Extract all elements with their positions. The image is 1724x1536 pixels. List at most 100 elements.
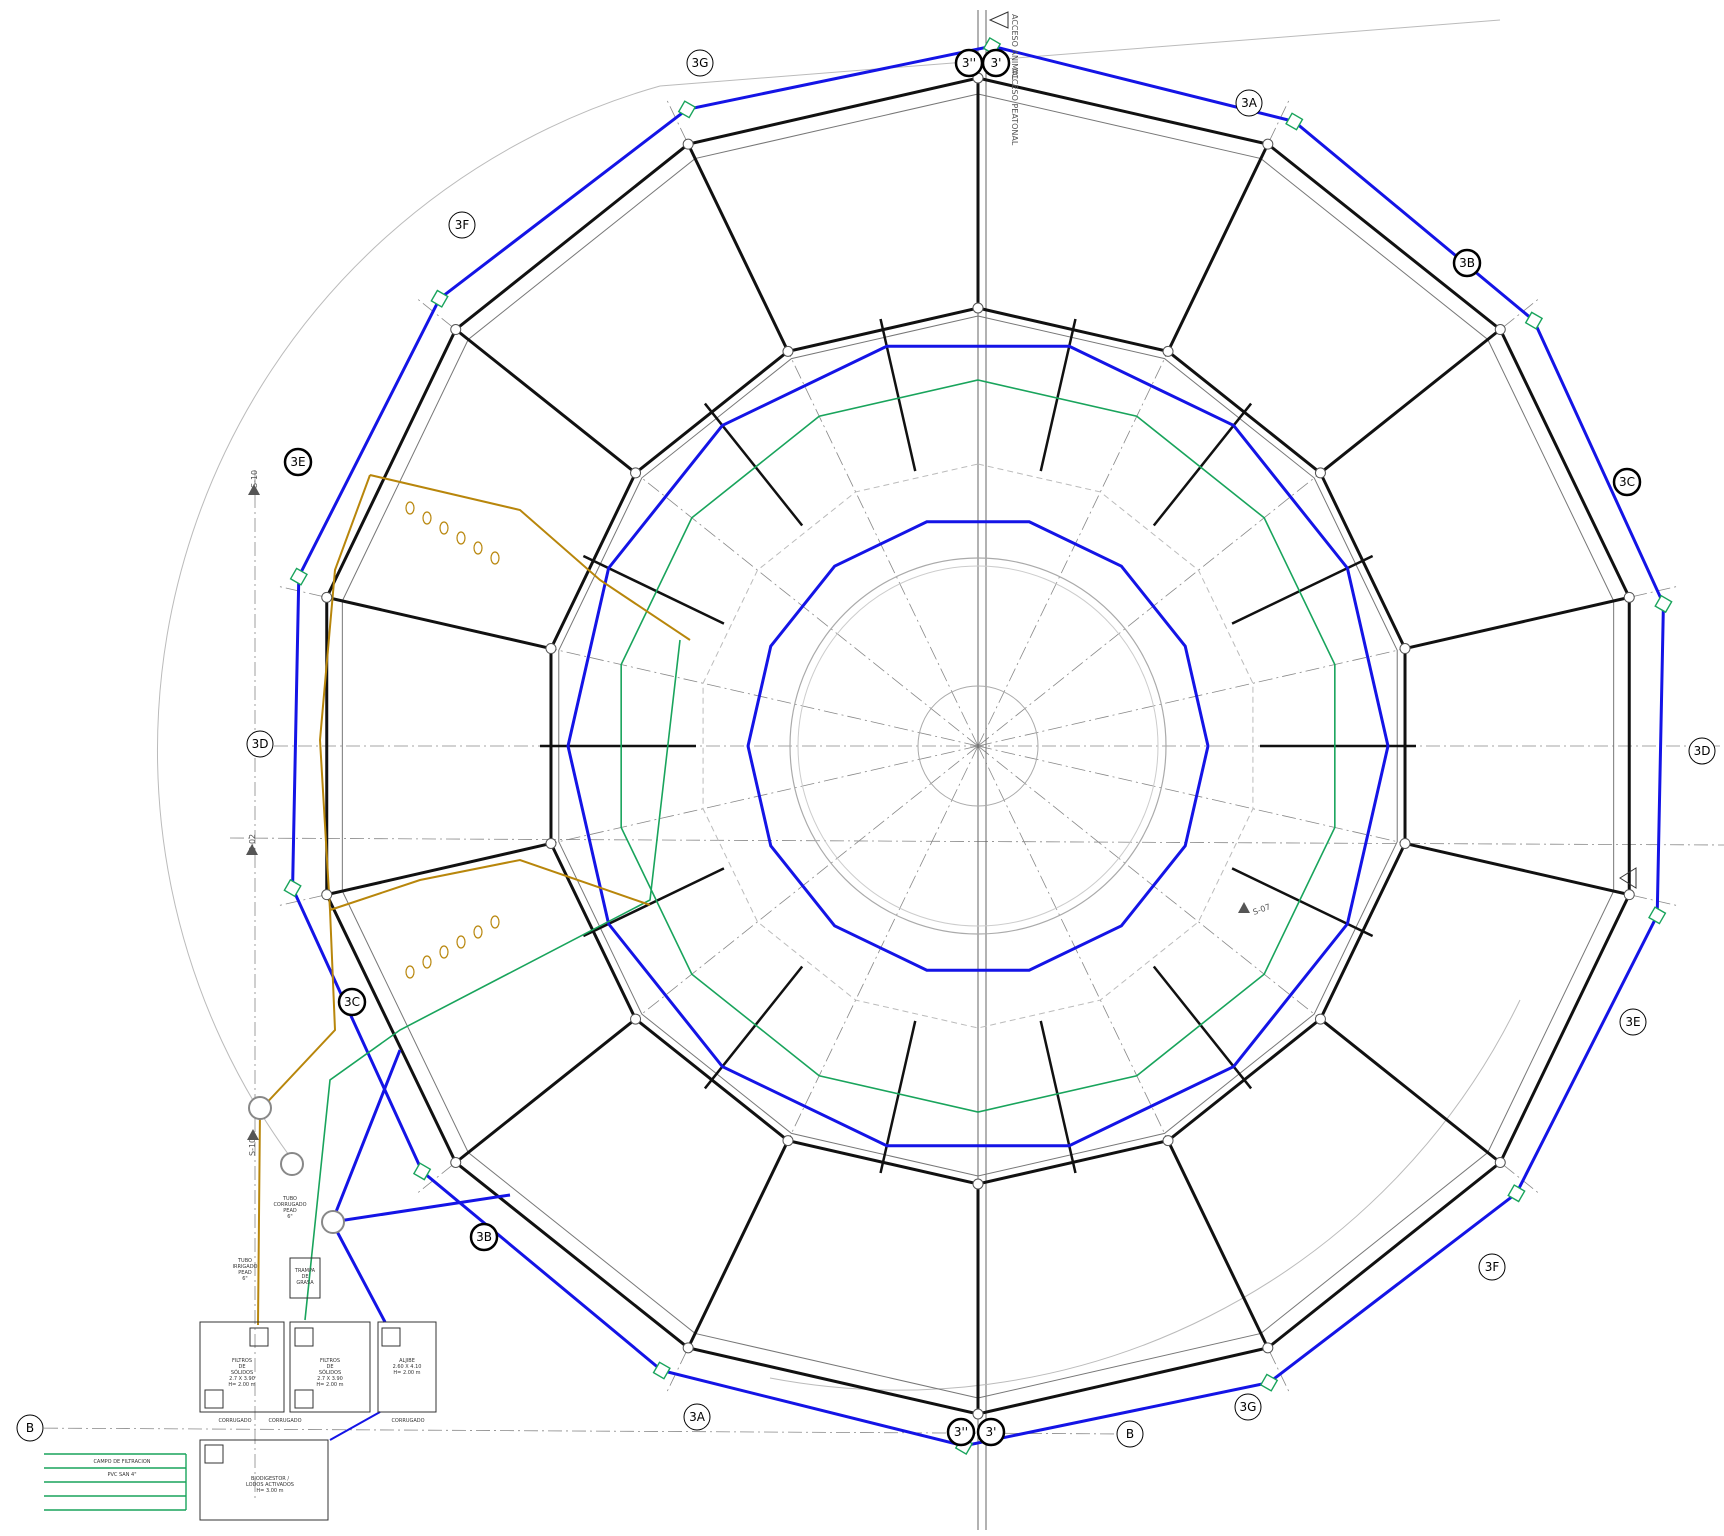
registry-box-icon (1648, 906, 1667, 925)
pipe-note: PEAD (238, 1270, 252, 1276)
axis-bubble-circle (246, 730, 274, 758)
filter-label: SÓLIDOS (319, 1369, 341, 1376)
axis-label: 3G (1240, 1400, 1257, 1414)
axis-bubble-circle (976, 1417, 1006, 1447)
filtration-field: CAMPO DE FILTRACION PVC SAN 4" (44, 1453, 187, 1511)
axis-bubble-icon: 3' (981, 48, 1011, 78)
filter-label: SÓLIDOS (231, 1369, 253, 1376)
toilet-fixture (439, 945, 449, 959)
axis-bubble-icon: 3C (337, 987, 367, 1017)
radial-wall-inner (703, 965, 804, 1090)
registry-box-icon (381, 1327, 401, 1347)
axis-label: 3F (455, 218, 470, 232)
treatment-plant: TRAMPA DE GRASA FILTROS DE SÓLIDOS 2.7 X… (44, 1196, 437, 1521)
north-arrow-icon (988, 11, 1009, 29)
radial-wall-inner (703, 402, 804, 527)
toilet-fixture (422, 955, 432, 969)
axis-label: 3B (1459, 256, 1475, 270)
pipe-note: PEAD (283, 1208, 297, 1214)
radial-wall (686, 143, 790, 353)
toilet-fixture (439, 521, 449, 535)
radial-wall-inner (1152, 965, 1253, 1090)
axis-bubble-icon: 3'' (954, 48, 984, 78)
manhole-icon (1314, 1013, 1326, 1025)
axis-bubble-circle (1619, 1008, 1647, 1036)
axis-label: 3G (692, 56, 709, 70)
axis-bubble-icon: 3F (448, 211, 476, 239)
manhole-icon (972, 1408, 984, 1420)
access-note-animal: ACCESO ANIMAL (1010, 14, 1019, 81)
registry-box-icon (677, 100, 697, 119)
axis-bubble-circle (283, 447, 313, 477)
pipe-note: CORRUGADO (391, 1418, 424, 1424)
pipe-note: CORRUGADO (268, 1418, 301, 1424)
filter-label: FILTROS (320, 1358, 340, 1364)
axis-label: 3'' (962, 56, 976, 70)
pipe-note: 6" (287, 1214, 292, 1220)
radial-wall (326, 842, 552, 897)
toilet-fixture (490, 551, 500, 565)
cistern-label: ALJIBE (399, 1358, 415, 1364)
radial-wall (1166, 1139, 1270, 1349)
gray-water-pipe-outlet (304, 639, 681, 1321)
manhole-icon (1494, 1156, 1506, 1168)
manhole-icon (450, 324, 462, 336)
registry-box-icon (289, 567, 308, 586)
site-boundary-line (659, 19, 1501, 87)
toilet-fixture (456, 531, 466, 545)
manhole-icon (682, 138, 694, 150)
biodigester-label: BIODIGESTOR / (251, 1476, 289, 1482)
section-cut-label: S-02 (248, 834, 257, 852)
axis-bubble-icon: 3B (469, 1222, 499, 1252)
radial-wall-inner (582, 554, 725, 625)
site-boundary-arc (769, 999, 1521, 1391)
site-boundary-arc (156, 85, 661, 1171)
solids-filter-1 (199, 1321, 285, 1413)
section-cut-icon (246, 844, 258, 855)
axis-label: 3'' (954, 1425, 968, 1439)
manhole-icon (321, 1210, 345, 1234)
axis-line-b (19, 1427, 1131, 1435)
axis-label: B (26, 1421, 34, 1435)
fixtures (246, 11, 1673, 1456)
axis-label: 3B (476, 1230, 492, 1244)
toilet-fixture (473, 925, 483, 939)
section-cut-label: S-10 (248, 1138, 257, 1156)
axis-label: 3A (1241, 96, 1258, 110)
registry-box-icon (204, 1444, 224, 1464)
manhole-icon (682, 1342, 694, 1354)
grease-trap (289, 1257, 321, 1299)
manhole-icon (321, 591, 333, 603)
sanitary-pipe-middle (566, 344, 1390, 1148)
axis-bubble-circle (337, 987, 367, 1017)
axis-bubble-icon: 3C (1612, 467, 1642, 497)
section-cut-label: S-10 (250, 470, 259, 488)
biodigester-label: LODOS ACTIVADOS (246, 1482, 294, 1488)
axis-label: 3E (290, 455, 305, 469)
registry-box-icon (249, 1327, 269, 1347)
filter-label: H= 2.00 m (228, 1382, 255, 1388)
manhole-icon (321, 889, 333, 901)
axis-bubble-icon: B (16, 1414, 44, 1442)
radial-walls (326, 78, 1630, 1414)
manhole-icon (1314, 467, 1326, 479)
north-arrow-icon (1619, 867, 1637, 889)
filter-label: DE (326, 1364, 333, 1370)
pipe-note: CORRUGADO (218, 1418, 251, 1424)
gray-water-pipe-loop (620, 379, 1336, 1113)
sanitary-pipe-outlet (329, 1411, 381, 1441)
courtyard-ring (789, 557, 1167, 935)
registry-box-icon (1507, 1184, 1526, 1203)
manhole-icon (545, 837, 557, 849)
section-cut-icon (247, 1129, 259, 1140)
toilet-fixture (490, 915, 500, 929)
toilet-fixture (422, 511, 432, 525)
axis-bubble-icon: 3'' (946, 1417, 976, 1447)
drainage-pipe (329, 858, 651, 911)
radial-wall-inner (1039, 1020, 1077, 1174)
toilet-fixture (473, 541, 483, 555)
axis-bubble-circle (1234, 1393, 1262, 1421)
access-note-pedestrian: ACCESO PEATONAL (1010, 68, 1019, 146)
axis-bubble-icon: 3E (283, 447, 313, 477)
